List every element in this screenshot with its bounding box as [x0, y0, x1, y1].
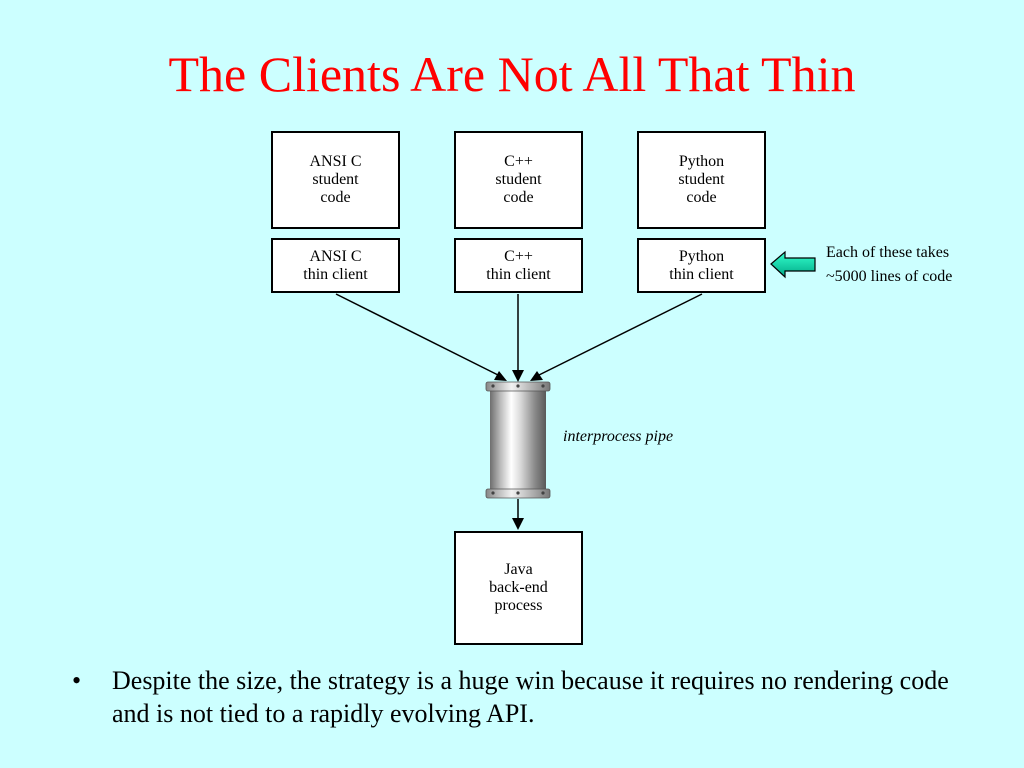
box-line: student [495, 171, 542, 188]
java-backend-box: Java back-end process [454, 531, 583, 645]
arrowhead-pipe-java [512, 518, 524, 530]
ansi-c-thin-client-box: ANSI C thin client [271, 238, 400, 293]
bullet-marker: • [72, 666, 82, 695]
box-line: C++ [504, 247, 533, 265]
box-line: ANSI C [309, 153, 362, 170]
note-line: Each of these takes [826, 244, 950, 261]
box-line: Java [504, 561, 533, 578]
arrowhead-cpp [512, 370, 524, 382]
pipe-icon [485, 381, 551, 499]
cpp-student-code-box: C++ student code [454, 131, 583, 229]
ansi-c-student-code-box: ANSI C student code [271, 131, 400, 229]
box-line: C++ [504, 153, 533, 170]
arrowhead-ansi-c [494, 371, 507, 381]
box-line: student [312, 171, 359, 188]
box-line: process [494, 597, 543, 614]
connector-ansi-c [335, 293, 501, 377]
left-arrow-icon [770, 250, 816, 279]
cpp-thin-client-box: C++ thin client [454, 238, 583, 293]
box-line: Python [678, 247, 725, 265]
box-line: student [678, 171, 725, 188]
box-line: code [320, 189, 351, 206]
box-line: thin client [669, 265, 734, 283]
lines-of-code-note: Each of these takes ~5000 lines of code [826, 241, 952, 289]
box-line: code [686, 189, 717, 206]
pipe-label: interprocess pipe [563, 428, 674, 445]
slide-title: The Clients Are Not All That Thin [168, 46, 856, 102]
bullet-text: Despite the size, the strategy is a huge… [112, 666, 949, 728]
python-thin-client-box: Python thin client [637, 238, 766, 293]
python-student-code-box: Python student code [637, 131, 766, 229]
arrowhead-python [530, 371, 543, 381]
box-line: back-end [489, 579, 548, 596]
box-line: Python [678, 153, 725, 170]
box-line: code [503, 189, 534, 206]
box-line: thin client [486, 265, 551, 283]
connector-python [536, 293, 703, 377]
box-line: thin client [303, 265, 368, 283]
note-line: ~5000 lines of code [826, 268, 953, 285]
box-line: ANSI C [309, 247, 362, 265]
